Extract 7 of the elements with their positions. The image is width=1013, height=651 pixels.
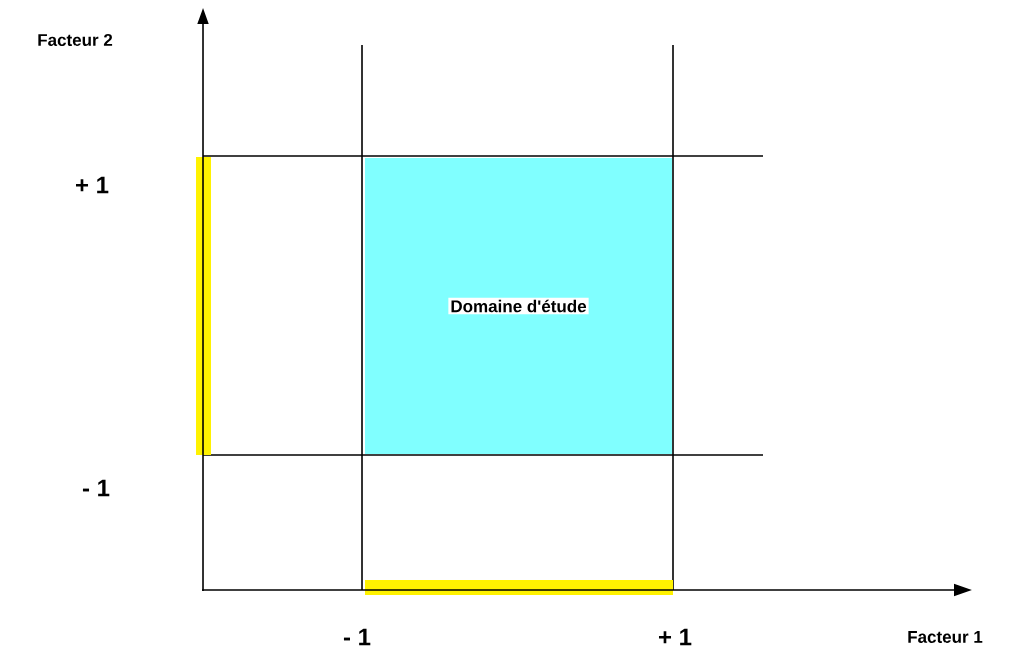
- tick-label: - 1: [82, 479, 110, 497]
- study-domain-box: Domaine d'étude: [365, 158, 672, 454]
- tick-label: + 1: [76, 176, 109, 194]
- tick-label: - 1: [343, 628, 371, 646]
- tick-label: + 1: [659, 628, 692, 646]
- axis-label: Facteur 1: [908, 631, 983, 643]
- axis-label: Facteur 2: [38, 34, 113, 47]
